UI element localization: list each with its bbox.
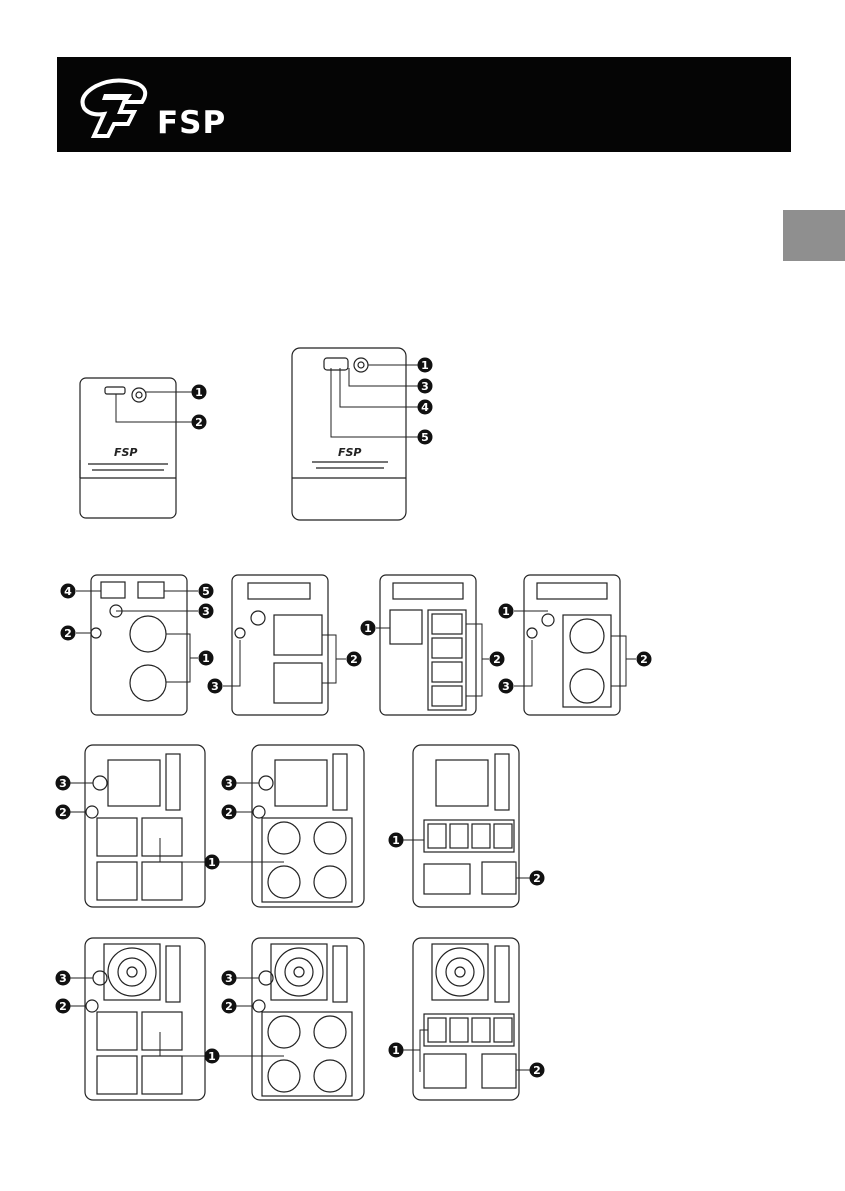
callout-circle-rear_row2-2 (204, 854, 220, 870)
callout-circle-rear_row3-5 (388, 1042, 404, 1058)
section-side-tab (783, 210, 845, 261)
front-large-brand: FSP (338, 446, 362, 459)
rear-row2-unit2 (251, 744, 365, 908)
callout-number-rear_row1-11: 2 (640, 653, 648, 666)
brand-name: FSP (157, 105, 227, 141)
callout-number-front_large-2: 4 (421, 401, 429, 414)
callout-circle-rear_row2-5 (388, 832, 404, 848)
callout-number-front_large-0: 1 (421, 359, 429, 372)
callout-circle-front_small-1 (191, 414, 207, 430)
callout-number-rear_row1-3: 3 (202, 605, 210, 618)
callout-circle-rear_row1-3 (198, 603, 214, 619)
callout-markers: 1 2 1 3 4 5 4 5 2 3 1 3 2 1 2 1 3 2 3 2 1 3 2 1 2 3 2 1 3 2 1 2 (55, 357, 652, 1078)
callout-circle-rear_row3-3 (221, 970, 237, 986)
rear-row2-unit3 (412, 744, 520, 908)
callout-circle-rear_row1-1 (198, 583, 214, 599)
callout-circle-rear_row1-7 (360, 620, 376, 636)
callout-number-front_large-1: 3 (421, 380, 429, 393)
callout-number-rear_row1-8: 2 (493, 653, 501, 666)
rear-row1-unit3 (379, 574, 477, 716)
callout-circle-front_small-0 (191, 384, 207, 400)
brand-header-bar (57, 57, 791, 152)
rear-row1-unit4 (523, 574, 621, 716)
callout-circle-front_large-1 (417, 378, 433, 394)
callout-number-rear_row3-5: 1 (392, 1044, 400, 1057)
callout-number-rear_row3-1: 2 (59, 1000, 67, 1013)
callout-circle-rear_row1-5 (207, 678, 223, 694)
callout-circle-rear_row2-1 (55, 804, 71, 820)
callout-number-rear_row2-1: 2 (59, 806, 67, 819)
callout-number-front_small-1: 2 (195, 416, 203, 429)
callout-circle-front_large-3 (417, 429, 433, 445)
callout-number-rear_row2-6: 2 (533, 872, 541, 885)
callout-number-rear_row3-0: 3 (59, 972, 67, 985)
callout-circle-rear_row3-4 (221, 998, 237, 1014)
front-view-large (291, 347, 407, 521)
callout-number-rear_row1-10: 3 (502, 680, 510, 693)
rear-row1-unit1 (90, 574, 188, 716)
callout-circle-rear_row3-1 (55, 998, 71, 1014)
callout-number-rear_row3-3: 3 (225, 972, 233, 985)
callout-circle-front_large-2 (417, 399, 433, 415)
callout-number-rear_row3-6: 2 (533, 1064, 541, 1077)
callout-number-rear_row2-2: 1 (208, 856, 216, 869)
callout-number-front_large-3: 5 (421, 431, 429, 444)
callout-number-rear_row1-5: 3 (211, 680, 219, 693)
callout-circle-rear_row2-6 (529, 870, 545, 886)
callout-number-rear_row2-4: 2 (225, 806, 233, 819)
callout-number-rear_row1-2: 2 (64, 627, 72, 640)
callout-circle-rear_row2-4 (221, 804, 237, 820)
callout-circle-rear_row1-2 (60, 625, 76, 641)
rear-row2-unit1 (84, 744, 206, 908)
callout-circle-rear_row3-0 (55, 970, 71, 986)
callout-circle-rear_row1-0 (60, 583, 76, 599)
callout-number-rear_row1-4: 1 (202, 652, 210, 665)
callout-circle-rear_row2-3 (221, 775, 237, 791)
callout-circle-rear_row3-2 (204, 1048, 220, 1064)
callout-circle-rear_row1-4 (198, 650, 214, 666)
callout-circle-rear_row1-8 (489, 651, 505, 667)
callout-number-rear_row1-0: 4 (64, 585, 72, 598)
callout-number-front_small-0: 1 (195, 386, 203, 399)
rear-row1-unit2 (231, 574, 329, 716)
callout-circle-rear_row3-6 (529, 1062, 545, 1078)
callout-number-rear_row1-7: 1 (364, 622, 372, 635)
callout-circle-rear_row1-11 (636, 651, 652, 667)
rear-row3-unit1 (84, 937, 206, 1101)
rear-row3-unit3 (412, 937, 520, 1101)
rear-row3-unit2 (251, 937, 365, 1101)
callout-circle-front_large-0 (417, 357, 433, 373)
front-small-brand: FSP (114, 446, 138, 459)
callout-circle-rear_row2-0 (55, 775, 71, 791)
callout-number-rear_row1-6: 2 (350, 653, 358, 666)
callout-circle-rear_row1-10 (498, 678, 514, 694)
callout-number-rear_row1-1: 5 (202, 585, 210, 598)
callout-number-rear_row3-2: 1 (208, 1050, 216, 1063)
callout-circle-rear_row1-6 (346, 651, 362, 667)
callout-circle-rear_row1-9 (498, 603, 514, 619)
callout-number-rear_row2-0: 3 (59, 777, 67, 790)
callout-number-rear_row2-5: 1 (392, 834, 400, 847)
callout-number-rear_row3-4: 2 (225, 1000, 233, 1013)
callout-number-rear_row1-9: 1 (502, 605, 510, 618)
fsp-logo-mark-icon (80, 78, 148, 138)
front-view-small (79, 377, 177, 519)
callout-number-rear_row2-3: 3 (225, 777, 233, 790)
